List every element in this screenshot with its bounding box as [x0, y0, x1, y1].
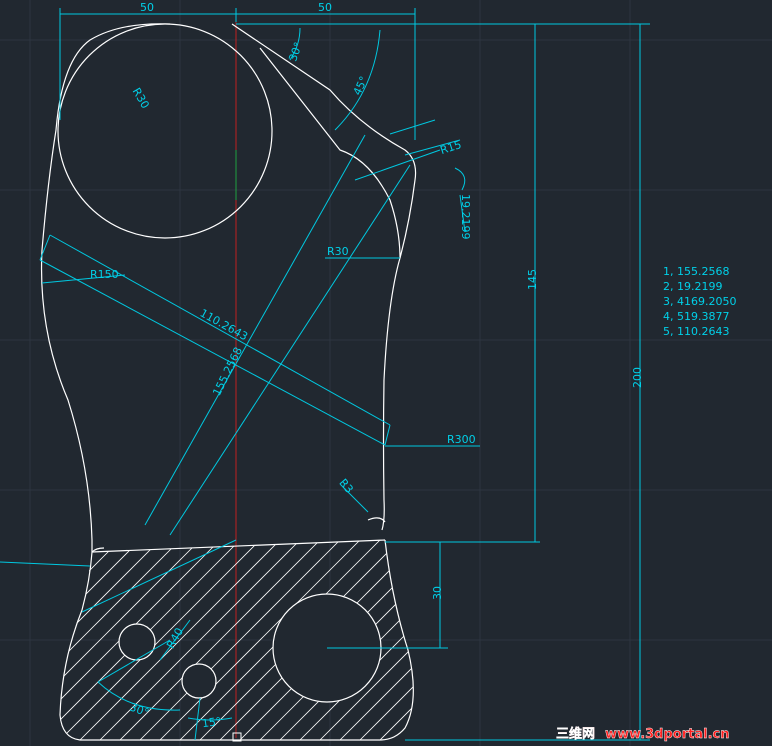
dim-height-200: 200 [631, 367, 644, 388]
dim-angle-30-top: 30° [286, 40, 305, 63]
watermark-cn: 三维网 [556, 726, 595, 742]
dim-top-left-width: 50 [140, 1, 154, 14]
top-circle [57, 23, 273, 239]
dim-top-right-width: 50 [318, 1, 332, 14]
dim-r150: R150 [90, 268, 119, 281]
dim-110: 110.2643 [198, 306, 250, 343]
watermark: 三维网 www.3dportal.cn [556, 726, 730, 742]
result-item-2: 2, 19.2199 [663, 280, 722, 293]
section-top-line [91, 539, 386, 553]
dim-angle-15: 15° [201, 715, 222, 731]
dim-r3: R3 [336, 476, 355, 496]
right-outline [231, 23, 417, 531]
dim-height-145: 145 [526, 269, 539, 290]
dim-angle-30-bottom: 30° [128, 701, 151, 720]
dim-r30-mid: R30 [327, 245, 349, 258]
watermark-url: www.3dportal.cn [605, 727, 729, 742]
dimension-lines [0, 8, 650, 741]
small-hole-left [118, 623, 156, 661]
inner-right-curve [259, 47, 401, 259]
result-item-4: 4, 519.3877 [663, 310, 729, 323]
dim-155: 155.2568 [210, 345, 245, 398]
small-hole-left-mask [119, 624, 155, 660]
cursor-pickbox[interactable] [232, 732, 242, 742]
result-item-1: 1, 155.2568 [663, 265, 729, 278]
bottom-outline [59, 539, 414, 741]
small-hole-right [181, 663, 217, 699]
dim-19: 19.2199 [459, 194, 472, 240]
result-item-5: 5, 110.2643 [663, 325, 729, 338]
dim-r30-top: R30 [130, 86, 152, 111]
small-hole-right-mask [182, 664, 216, 698]
left-outer-curve [40, 23, 171, 552]
dim-angle-45: 45° [351, 74, 371, 97]
dim-r300: R300 [447, 433, 476, 446]
part-outline [40, 23, 417, 741]
fillet-r3 [367, 517, 386, 523]
result-item-3: 3, 4169.2050 [663, 295, 736, 308]
dim-r15: R15 [439, 138, 464, 157]
fillet-left [91, 547, 105, 553]
dim-height-30: 30 [431, 586, 444, 600]
results-list: 1, 155.2568 2, 19.2199 3, 4169.2050 4, 5… [663, 265, 736, 338]
